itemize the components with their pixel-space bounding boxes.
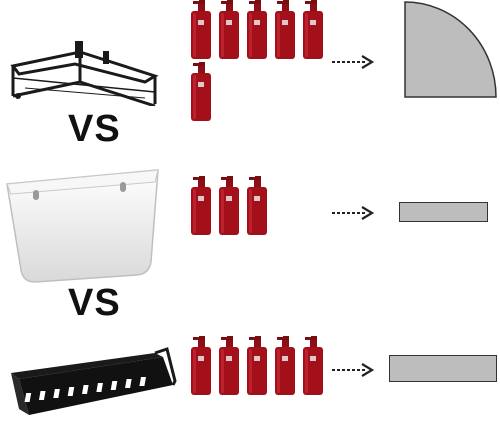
- shampoo-bottle-icon: [246, 0, 268, 60]
- shampoo-bottle-icon: [246, 176, 268, 236]
- white-basket-product: [5, 162, 165, 287]
- shampoo-bottle-icon: [218, 336, 240, 396]
- shampoo-bottle-icon: [274, 0, 296, 60]
- large-rectangle-footprint: [389, 355, 497, 382]
- shampoo-bottle-icon: [246, 336, 268, 396]
- corner-shelf-product: [5, 36, 170, 106]
- shampoo-bottle-icon: [190, 176, 212, 236]
- rectangular-rack-product: [5, 343, 177, 423]
- dashed-right-arrow-icon: [332, 205, 378, 221]
- shampoo-bottle-icon: [302, 0, 324, 60]
- dashed-right-arrow-icon: [332, 362, 378, 378]
- versus-label-1: VS: [68, 108, 121, 150]
- shampoo-bottle-icon: [302, 336, 324, 396]
- shampoo-bottle-icon: [190, 0, 212, 60]
- versus-label-2: VS: [68, 282, 121, 324]
- dashed-right-arrow-icon: [332, 54, 378, 70]
- shampoo-bottle-icon: [218, 0, 240, 60]
- small-rectangle-footprint: [399, 202, 488, 222]
- shampoo-bottle-icon: [190, 62, 212, 122]
- shampoo-bottle-icon: [190, 336, 212, 396]
- shampoo-bottle-icon: [218, 176, 240, 236]
- shampoo-bottle-icon: [274, 336, 296, 396]
- quarter-circle-footprint: [402, 0, 498, 100]
